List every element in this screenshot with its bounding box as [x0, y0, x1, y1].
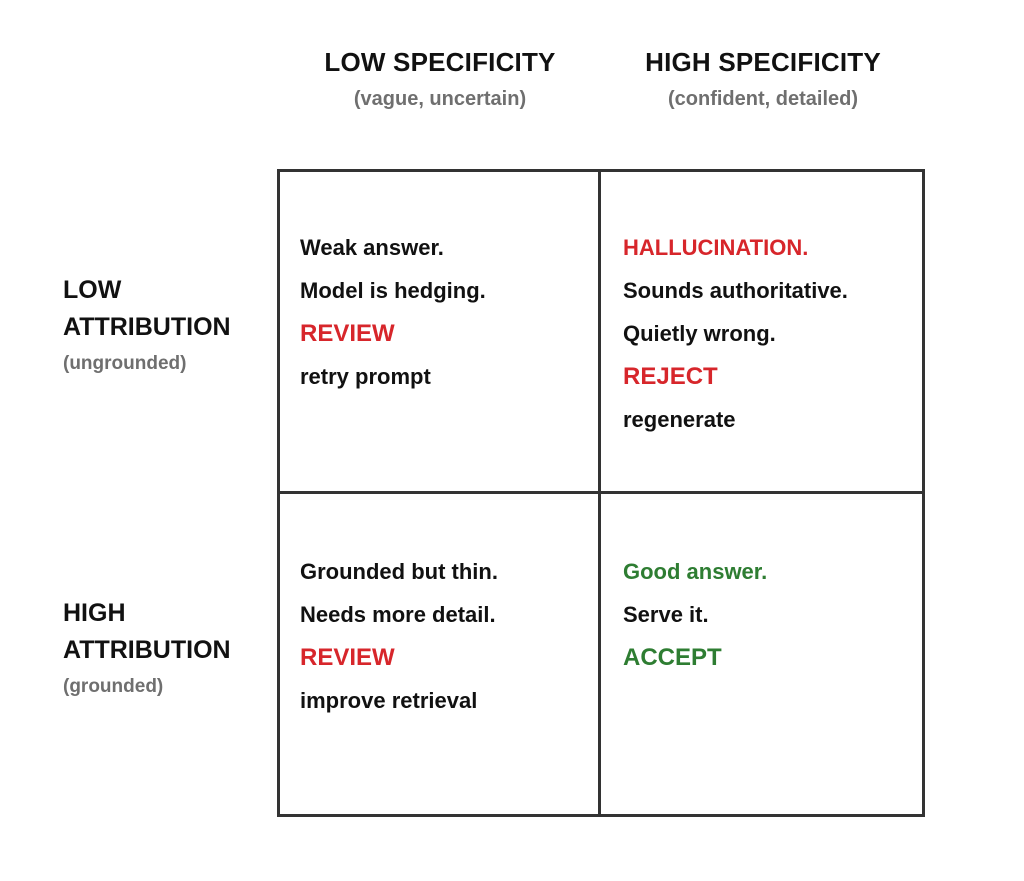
- verdict-review: REVIEW: [300, 320, 395, 347]
- quadrant-text: Model is hedging.: [300, 278, 486, 303]
- verdict-review: REVIEW: [300, 644, 395, 671]
- column-subtitle: (vague, uncertain): [353, 88, 527, 110]
- quadrant-text: Needs more detail.: [300, 602, 496, 627]
- quadrant-text: Quietly wrong.: [623, 321, 776, 346]
- column-title: HIGH SPECIFICITY: [645, 47, 881, 77]
- quadrant-heading-hallucination: HALLUCINATION.: [623, 235, 809, 260]
- quadrant-low-attribution-high-specificity: HALLUCINATION. Sounds authoritative. Qui…: [623, 226, 923, 441]
- quadrant-text: Weak answer.: [300, 235, 444, 260]
- column-title: LOW SPECIFICITY: [324, 47, 556, 77]
- row-title-line2: ATTRIBUTION: [63, 636, 231, 664]
- horizontal-divider: [277, 491, 925, 494]
- quadrant-text: Sounds authoritative.: [623, 278, 848, 303]
- row-header-high-attribution: HIGH ATTRIBUTION (grounded): [63, 595, 273, 699]
- row-title-line1: LOW: [63, 276, 122, 304]
- quadrant-low-attribution-low-specificity: Weak answer. Model is hedging. REVIEW re…: [300, 226, 600, 398]
- row-subtitle: (grounded): [63, 676, 164, 697]
- action-text: regenerate: [623, 407, 736, 432]
- column-header-high-specificity: HIGH SPECIFICITY (confident, detailed): [598, 47, 928, 111]
- quadrant-high-attribution-low-specificity: Grounded but thin. Needs more detail. RE…: [300, 550, 600, 722]
- row-title-line1: HIGH: [63, 599, 126, 627]
- row-subtitle: (ungrounded): [63, 353, 187, 374]
- verdict-accept: ACCEPT: [623, 644, 722, 671]
- quadrant-text: Grounded but thin.: [300, 559, 498, 584]
- verdict-reject: REJECT: [623, 363, 718, 390]
- action-text: retry prompt: [300, 364, 431, 389]
- quadrant-heading-good-answer: Good answer.: [623, 559, 768, 584]
- column-subtitle: (confident, detailed): [668, 88, 858, 110]
- row-header-low-attribution: LOW ATTRIBUTION (ungrounded): [63, 272, 273, 376]
- column-header-low-specificity: LOW SPECIFICITY (vague, uncertain): [275, 47, 605, 111]
- row-title-line2: ATTRIBUTION: [63, 313, 231, 341]
- quadrant-text: Serve it.: [623, 602, 709, 627]
- quadrant-high-attribution-high-specificity: Good answer. Serve it. ACCEPT: [623, 550, 923, 679]
- action-text: improve retrieval: [300, 688, 478, 713]
